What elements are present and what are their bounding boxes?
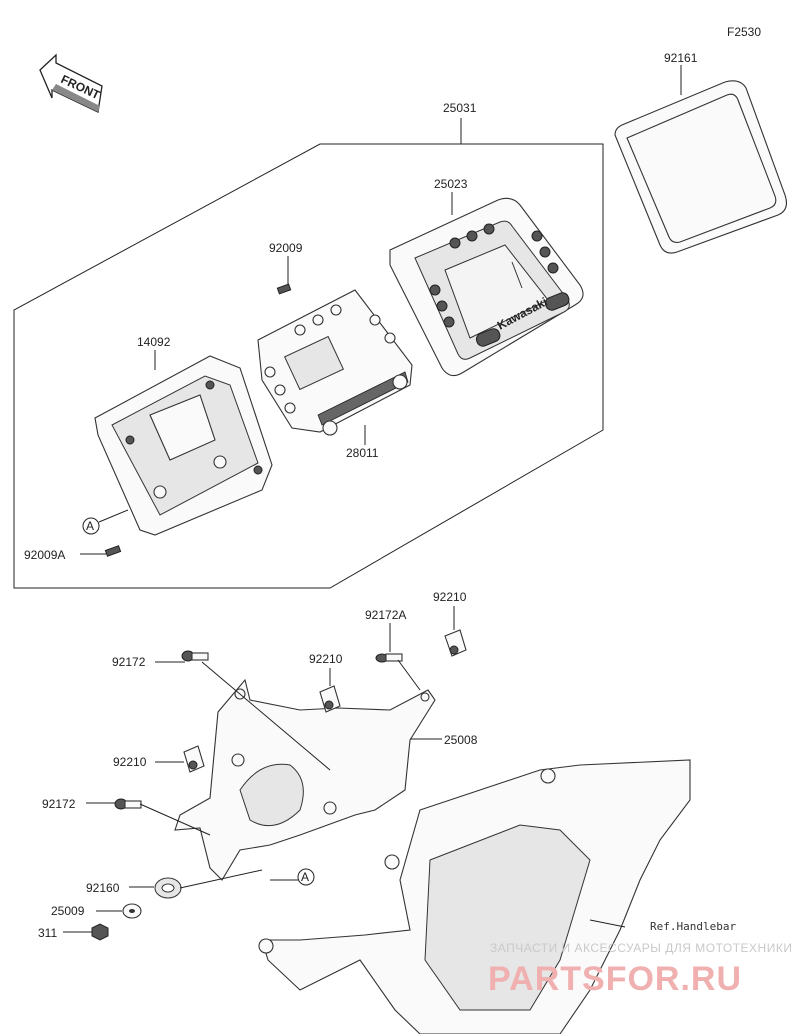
clip-92210-top [444,629,467,657]
part-labels: 92161 25031 25023 92009 14092 28011 9200… [24,51,736,940]
svg-text:A: A [301,870,309,884]
clip-92210-left [183,745,205,773]
leader-lines [63,65,682,933]
bolt-92172A [375,653,403,663]
label-25023: 25023 [434,177,468,191]
watermark-subtitle: ЗАПЧАСТИ И АКСЕССУАРЫ ДЛЯ МОТОТЕХНИКИ [490,941,792,955]
clip-92210-mid [319,685,341,713]
grommet-92160 [154,877,182,899]
meter-25023: Kawasaki [389,197,584,377]
label-25008: 25008 [444,733,478,747]
ref-marker-a-upper: A [82,509,129,535]
nut-311 [91,923,109,941]
label-311: 311 [38,926,57,940]
label-92172A: 92172A [365,608,406,622]
label-14092: 14092 [137,335,171,349]
board-28011 [257,289,413,436]
bolt-92172-lower [114,798,142,810]
ref-marker-a-lower: A [270,868,315,886]
washer-25009 [122,903,142,919]
label-92172-lower: 92172 [42,797,76,811]
handlebar-cover [258,759,691,1034]
label-28011: 28011 [346,446,379,460]
housing-14092 [94,355,273,536]
screw-92009 [276,283,292,295]
label-25031: 25031 [443,101,477,115]
watermark-logo: PARTSFOR.RU [488,960,742,998]
label-92160: 92160 [86,881,120,895]
watermark: ЗАПЧАСТИ И АКСЕССУАРЫ ДЛЯ МОТОТЕХНИКИ PA… [488,941,792,998]
label-25009: 25009 [51,904,85,918]
svg-text:A: A [86,519,94,533]
label-92009: 92009 [269,241,303,255]
label-92009A: 92009A [24,548,65,562]
diagram-code: F2530 [727,25,761,39]
assembly-outline [13,143,604,589]
bracket-25008 [174,678,436,881]
label-92161: 92161 [664,51,698,65]
label-ref-handlebar: Ref.Handlebar [650,920,736,933]
bolt-92172-upper [181,650,209,662]
screw-92009A [104,545,122,557]
label-92210-top: 92210 [433,590,467,604]
bezel-92161 [614,80,787,254]
label-92210-left: 92210 [113,755,147,769]
label-92210-mid: 92210 [309,652,343,666]
label-92172-upper: 92172 [112,655,146,669]
front-arrow-icon: FRONT [39,53,103,113]
